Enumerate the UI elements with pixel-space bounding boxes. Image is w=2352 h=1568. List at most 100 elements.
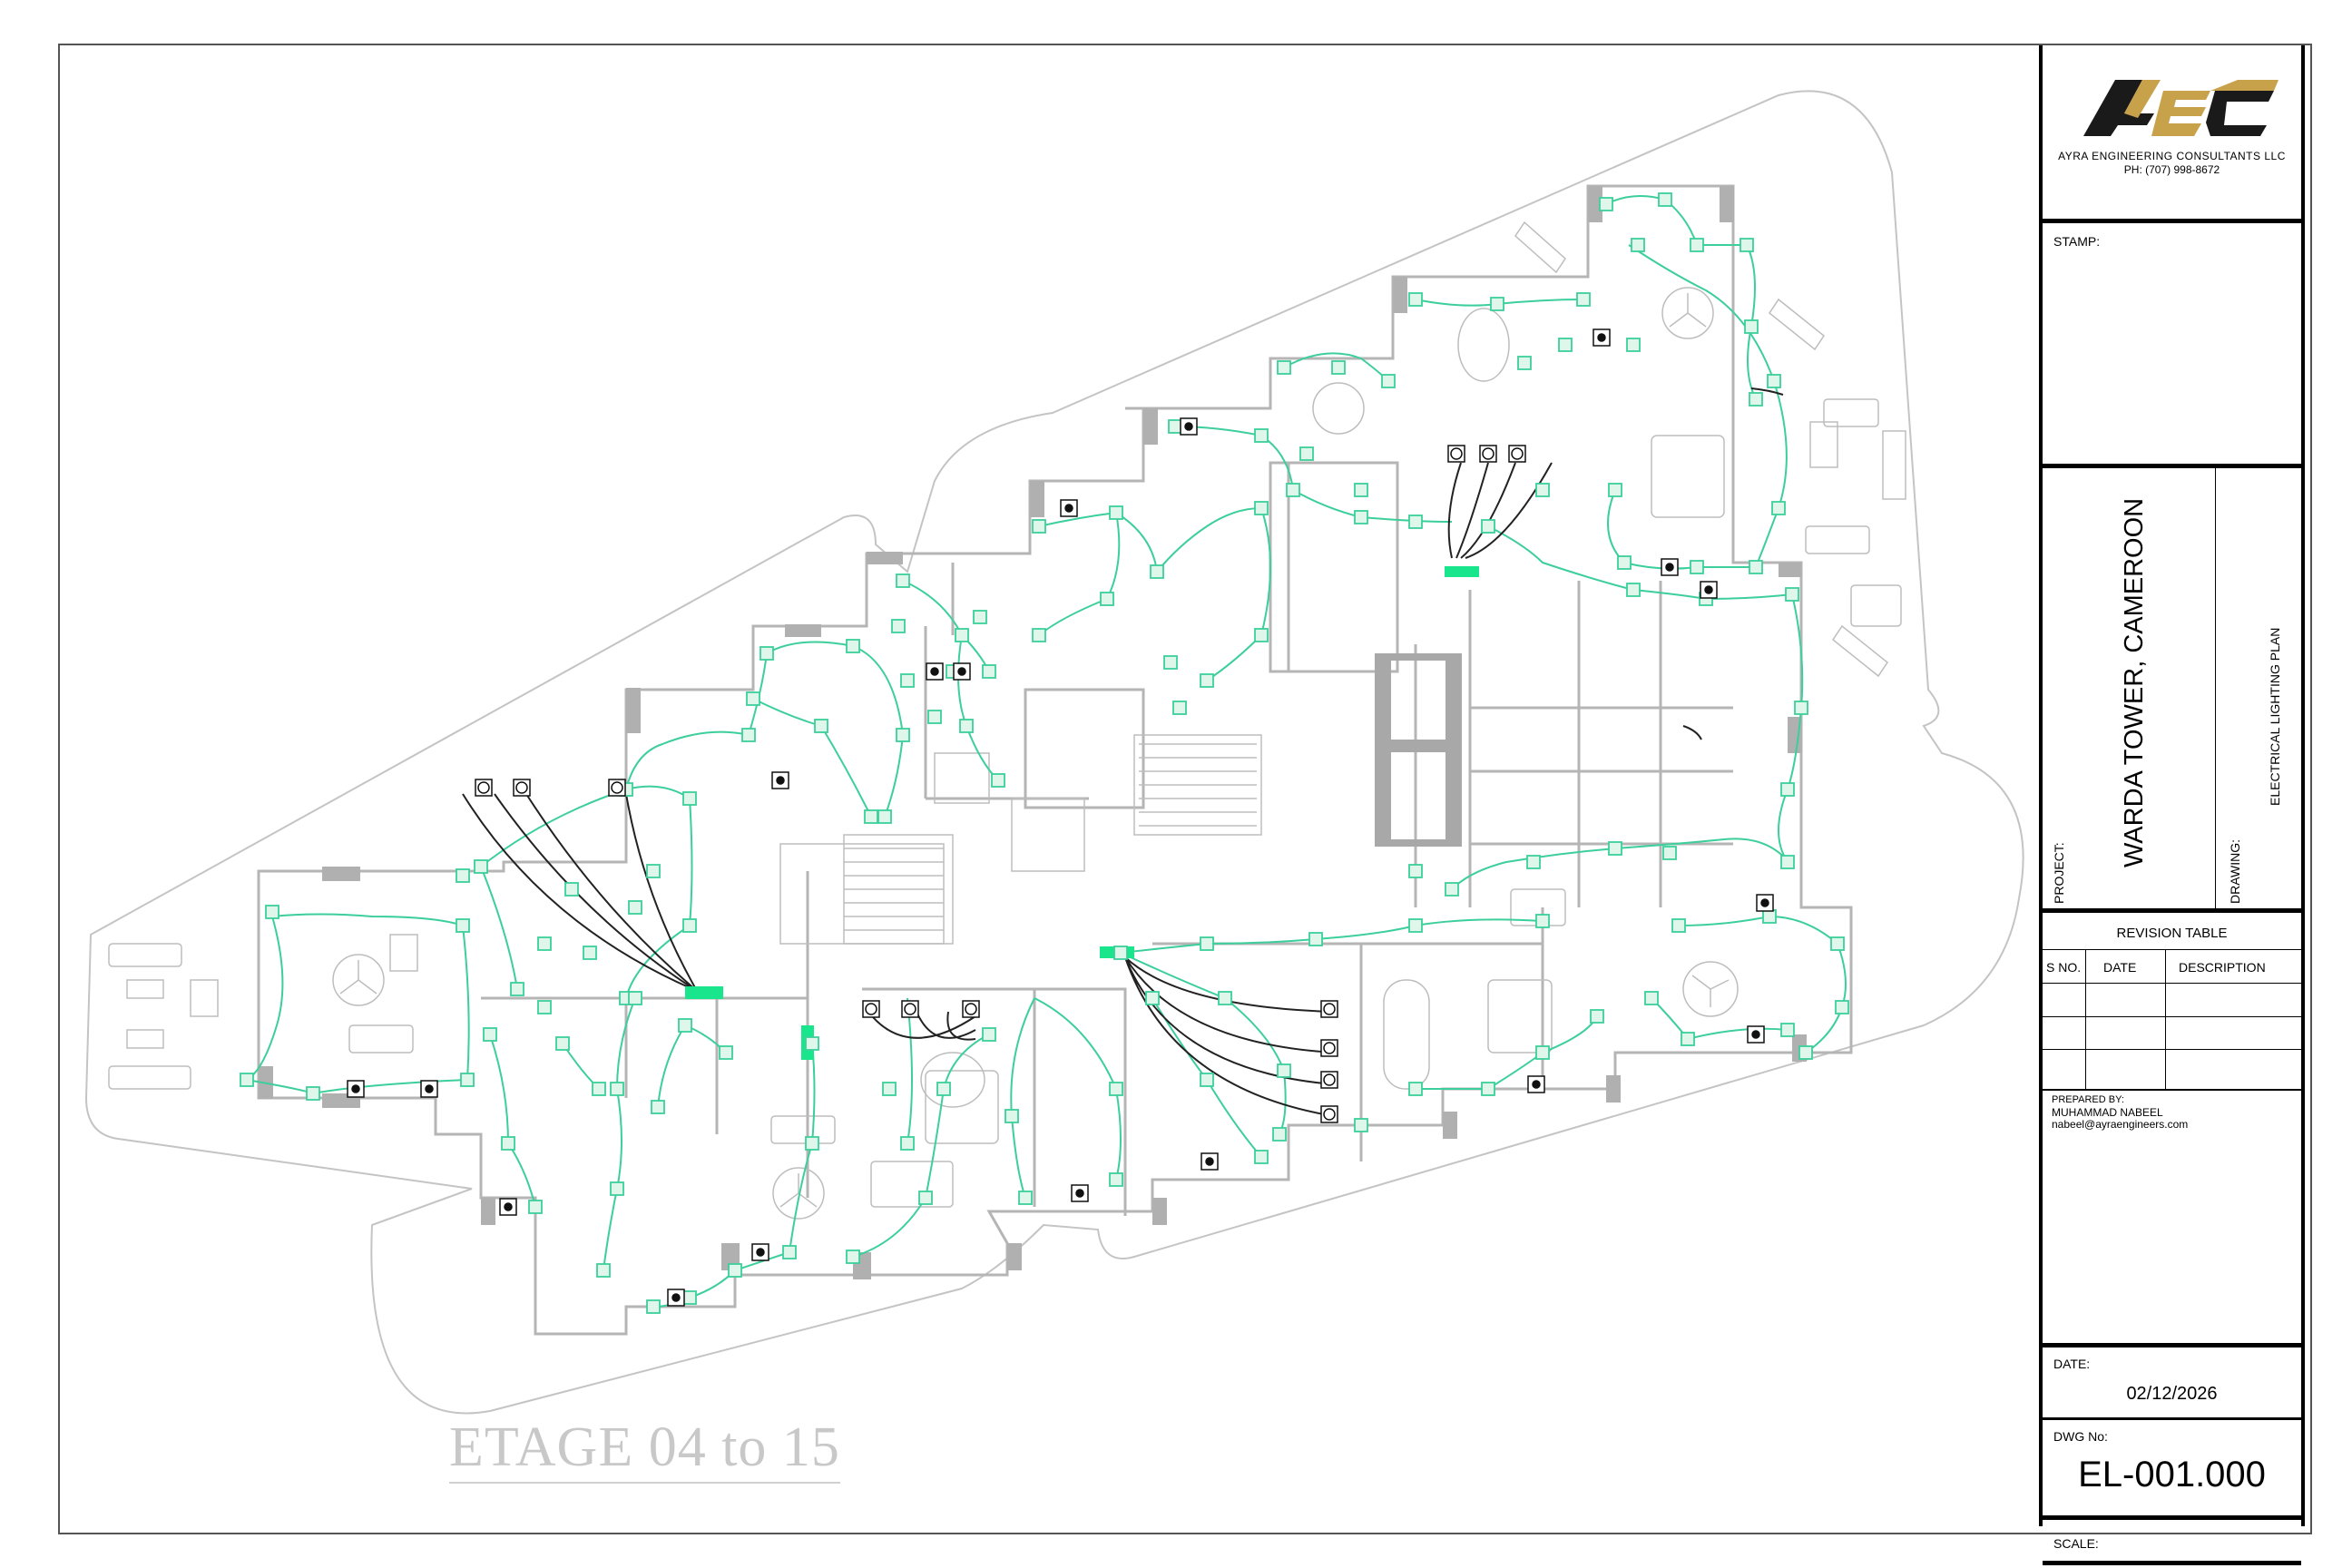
- project-section: PROJECT: WARDA TOWER, CAMEROON DRAWING: …: [2043, 468, 2301, 913]
- light-fixture-icon: [1354, 1118, 1368, 1132]
- prepared-email: nabeel@ayraengineers.com: [2052, 1118, 2189, 1131]
- light-fixture-icon: [1771, 501, 1786, 515]
- light-fixture-icon: [1481, 1082, 1495, 1096]
- dwg-label: DWG No:: [2053, 1429, 2108, 1444]
- light-fixture-icon: [596, 1263, 611, 1278]
- light-fixture-icon: [1277, 360, 1291, 375]
- light-fixture-icon: [782, 1245, 797, 1259]
- prepared-section: PREPARED BY: MUHAMMAD NABEEL nabeel@ayra…: [2043, 1091, 2301, 1348]
- socket-face-icon: [1323, 1108, 1336, 1121]
- light-fixture-icon: [1445, 882, 1459, 897]
- light-fixture-icon: [1744, 319, 1759, 334]
- light-fixture-icon: [240, 192, 1849, 1314]
- light-fixture-icon: [1617, 555, 1632, 570]
- light-fixture-icon: [1794, 701, 1808, 715]
- light-fixture-icon: [1113, 946, 1128, 960]
- socket-face-icon: [1323, 1073, 1336, 1086]
- socket-face-icon: [1482, 447, 1494, 460]
- light-fixture-icon: [1286, 483, 1300, 497]
- light-fixture-icon: [510, 982, 524, 996]
- switch-dot-icon: [957, 667, 966, 676]
- light-fixture-icon: [1785, 587, 1799, 602]
- light-fixture-icon: [1762, 909, 1777, 924]
- light-fixture-icon: [1481, 519, 1495, 534]
- light-fixture-icon: [1408, 514, 1423, 529]
- light-fixture-icon: [719, 1045, 733, 1060]
- light-fixture-icon: [651, 1100, 665, 1114]
- light-fixture-icon: [741, 728, 756, 742]
- light-fixture-icon: [1163, 655, 1178, 670]
- socket-face-icon: [1511, 447, 1524, 460]
- light-fixture-icon: [1626, 338, 1641, 352]
- elevator-shafts: [1375, 653, 1462, 847]
- socket-face-icon: [865, 1003, 877, 1015]
- light-fixture-icon: [682, 918, 697, 933]
- light-fixture-icon: [646, 1299, 661, 1314]
- socket-face-icon: [904, 1003, 916, 1015]
- light-fixture-icon: [678, 1018, 692, 1033]
- light-fixture-icon: [564, 882, 579, 897]
- light-fixture-icon: [728, 1263, 742, 1278]
- light-fixture-icon: [1109, 1172, 1123, 1187]
- light-fixture-icon: [1576, 292, 1591, 307]
- light-fixture-icon: [1168, 419, 1182, 434]
- switch-dot-icon: [504, 1202, 513, 1211]
- company-name: AYRA ENGINEERING CONSULTANTS LLC: [2058, 150, 2286, 162]
- light-fixture-icon: [1354, 483, 1368, 497]
- light-fixture-icon: [1109, 1082, 1123, 1096]
- light-fixture-icon: [1200, 1073, 1214, 1087]
- light-fixture-icon: [973, 610, 987, 624]
- light-fixture-icon: [1780, 855, 1795, 869]
- switch-dot-icon: [1075, 1189, 1084, 1198]
- site-outline: [84, 90, 2024, 1415]
- light-fixture-icon: [1100, 592, 1114, 606]
- light-fixture-icon: [896, 728, 910, 742]
- drawing-name: ELECTRICAL LIGHTING PLAN: [2268, 627, 2282, 806]
- switch-dot-icon: [351, 1084, 360, 1093]
- light-fixture-icon: [483, 1027, 497, 1042]
- light-fixture-icon: [846, 1250, 860, 1264]
- light-fixture-icon: [1830, 936, 1845, 951]
- switch-dot-icon: [776, 776, 785, 785]
- light-fixture-icon: [1644, 991, 1659, 1005]
- light-fixture-icon: [927, 710, 942, 724]
- light-fixture-icon: [528, 1200, 543, 1214]
- light-fixture-icon: [1145, 991, 1160, 1005]
- drawing-label: DRAWING:: [2228, 838, 2242, 904]
- switch-dot-icon: [1184, 422, 1193, 431]
- light-fixture-icon: [456, 868, 470, 883]
- light-fixture-icon: [1004, 1109, 1019, 1123]
- light-fixture-icon: [1590, 1009, 1604, 1024]
- socket-face-icon: [611, 781, 623, 794]
- light-fixture-icon: [1018, 1191, 1033, 1205]
- light-fixture-icon: [501, 1136, 515, 1151]
- revision-title: REVISION TABLE: [2116, 926, 2228, 941]
- socket-face-icon: [1450, 447, 1463, 460]
- lounge-chair: [1514, 220, 1889, 678]
- light-fixture-icon: [1354, 510, 1368, 524]
- light-fixture-icon: [1408, 864, 1423, 878]
- light-fixture-icon: [1526, 855, 1541, 869]
- dwg-value: EL-001.000: [2078, 1455, 2266, 1494]
- rev-col-sno: S NO.: [2046, 960, 2082, 975]
- light-fixture-icon: [1835, 1000, 1849, 1014]
- light-fixture-icon: [814, 719, 828, 733]
- light-fixture-icon: [1658, 192, 1672, 207]
- light-fixture-icon: [982, 1027, 996, 1042]
- light-fixture-icon: [882, 1082, 897, 1096]
- light-fixture-icon: [805, 1136, 819, 1151]
- light-fixture-icon: [891, 619, 906, 633]
- logo-section: AYRA ENGINEERING CONSULTANTS LLC PH: (70…: [2043, 45, 2301, 223]
- light-fixture-icon: [628, 900, 642, 915]
- homerun-wiring: [462, 387, 1784, 1117]
- light-fixture-icon: [1200, 936, 1214, 951]
- light-fixture-icon: [537, 1000, 552, 1014]
- date-value: 02/12/2026: [2126, 1384, 2218, 1404]
- light-fixture-icon: [1681, 1032, 1695, 1046]
- socket-face-icon: [1323, 1042, 1336, 1054]
- switch-dot-icon: [1597, 333, 1606, 342]
- light-fixture-icon: [936, 1082, 951, 1096]
- socket-face-icon: [477, 781, 490, 794]
- light-fixture-icon: [1032, 628, 1046, 642]
- prepared-name: MUHAMMAD NABEEL: [2052, 1106, 2163, 1119]
